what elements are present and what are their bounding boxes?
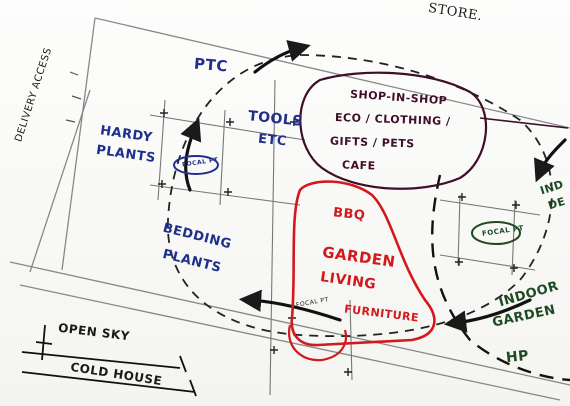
delivery-ticks [65,71,82,123]
circulation-arrows [180,40,567,333]
shop-gifts-label: GIFTS / PETS [329,134,415,151]
shop-in-shop-outline [299,71,488,190]
focal-point-ellipse-left [173,155,219,175]
etc-label: ETC [257,131,288,150]
circulation-loop [167,54,553,338]
furniture-bump-outline [287,324,348,362]
bbq-label: BBQ [332,205,367,224]
garden-living-outline [290,180,436,347]
column-markers [158,109,520,376]
shop-connector-line [479,117,569,129]
ptc-label: PTC [193,54,229,76]
column-grid [149,79,541,396]
hp-label: HP [505,347,530,367]
outer-dashed-curve [431,174,570,382]
dimension-lines [21,324,197,397]
shop-cafe-label: CAFE [341,158,376,173]
focal-point-ellipse-right [471,221,521,245]
